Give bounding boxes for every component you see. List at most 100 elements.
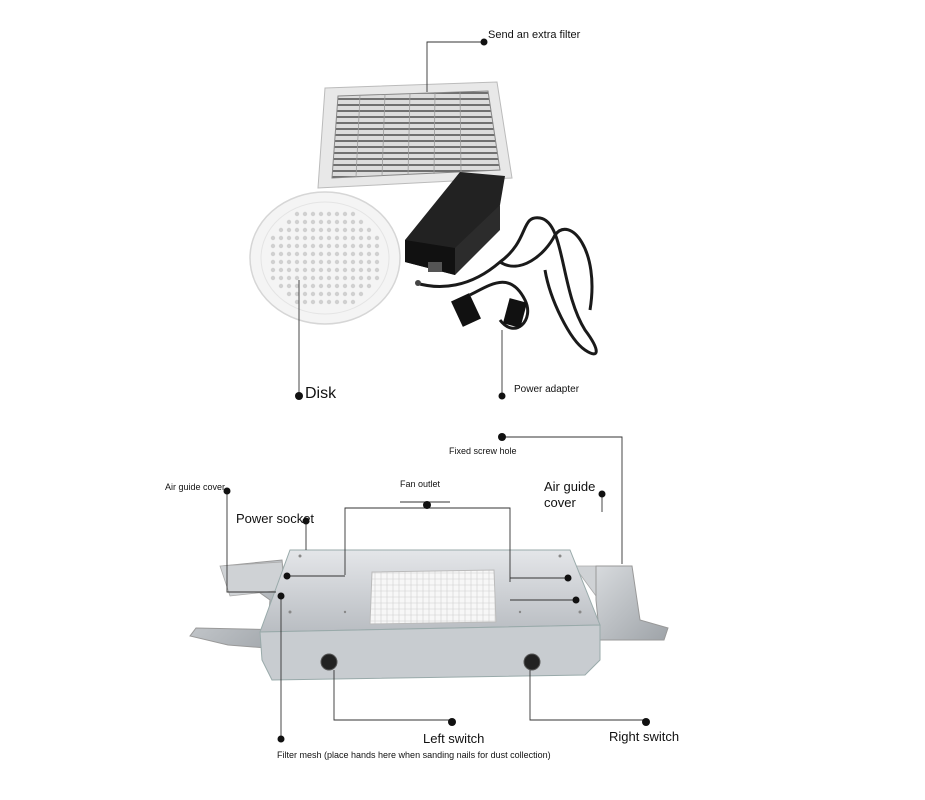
disk-hole [334, 219, 340, 225]
disk-hole [278, 243, 284, 249]
disk-hole [350, 243, 356, 249]
disk-hole [310, 219, 316, 225]
disk-hole [374, 235, 380, 241]
disk-hole [358, 243, 364, 249]
disk-hole [318, 243, 324, 249]
disk-hole [286, 243, 292, 249]
disk-hole [350, 227, 356, 233]
air-guide-left-dot [223, 487, 231, 495]
disk-hole [334, 283, 340, 289]
disk-hole [358, 267, 364, 273]
disk-hole [310, 211, 316, 217]
spare-filter [317, 81, 513, 189]
air-guide-right-dot [598, 490, 606, 498]
disk-hole [294, 291, 300, 297]
disk-hole [358, 275, 364, 281]
disk-hole [326, 283, 332, 289]
disk-hole [374, 259, 380, 265]
disk-dot [295, 392, 303, 400]
disk-hole [350, 251, 356, 257]
disk-hole [334, 251, 340, 257]
disk-hole [374, 275, 380, 281]
label-power-socket: Power socket [236, 511, 315, 526]
screw-dot-right-bottom [572, 596, 580, 604]
disk-hole [358, 291, 364, 297]
disk-hole [302, 227, 308, 233]
disk-hole [366, 227, 372, 233]
label-disk: Disk [305, 385, 337, 402]
disk-hole [350, 219, 356, 225]
disk-hole [334, 211, 340, 217]
disk-hole [310, 243, 316, 249]
disk-hole [302, 267, 308, 273]
disk-hole [342, 267, 348, 273]
disk-hole [366, 283, 372, 289]
disk-hole [326, 259, 332, 265]
label-right-switch: Right switch [609, 729, 680, 744]
disk-hole [318, 219, 324, 225]
disk-hole [294, 243, 300, 249]
main-unit [189, 549, 669, 681]
disk-hole [334, 267, 340, 273]
disk-hole [294, 267, 300, 273]
disk-hole [302, 283, 308, 289]
disk-hole [286, 291, 292, 297]
filter-mesh-dot [277, 735, 285, 743]
disk-hole [326, 251, 332, 257]
label-fan-outlet: Fan outlet [400, 479, 441, 489]
disk-hole [286, 251, 292, 257]
disk-hole [326, 291, 332, 297]
disk-hole [302, 211, 308, 217]
disk-hole [294, 251, 300, 257]
label-filter-mesh: Filter mesh (place hands here when sandi… [277, 750, 551, 760]
disk-hole [342, 299, 348, 305]
disk-hole [342, 259, 348, 265]
disk-hole [310, 275, 316, 281]
disk-hole [294, 275, 300, 281]
disk-hole [366, 251, 372, 257]
right-switch-dot [642, 718, 650, 726]
disk-hole [350, 283, 356, 289]
power-adapter-dot [498, 392, 506, 400]
disk-hole [278, 275, 284, 281]
screw-dot-right-top [564, 574, 572, 582]
extra-filter-dot [480, 38, 488, 46]
label-power-adapter: Power adapter [514, 384, 580, 395]
label-extra-filter: Send an extra filter [488, 29, 581, 41]
disk-hole [366, 235, 372, 241]
top-callouts [298, 41, 503, 395]
disk-hole [302, 219, 308, 225]
disk-hole [318, 275, 324, 281]
perforated-disk [249, 191, 401, 325]
disk-hole [358, 227, 364, 233]
disk-hole [302, 299, 308, 305]
disk-hole [302, 291, 308, 297]
disk-hole [358, 219, 364, 225]
disk-hole [270, 259, 276, 265]
disk-hole [278, 235, 284, 241]
disk-hole [350, 267, 356, 273]
right-switch-button[interactable] [523, 653, 541, 671]
disk-hole [334, 299, 340, 305]
disk-hole [350, 291, 356, 297]
disk-hole [334, 243, 340, 249]
label-air-guide-cover-left: Air guide cover [165, 482, 226, 492]
disk-hole [278, 259, 284, 265]
disk-hole [318, 299, 324, 305]
screw-dot-left-bottom [277, 592, 285, 600]
label-air-guide-cover-right-1: Air guide [544, 479, 596, 494]
fixed-screw-hole-dot [498, 433, 506, 441]
disk-hole [374, 251, 380, 257]
disk-hole [310, 235, 316, 241]
disk-hole [350, 259, 356, 265]
disk-hole [318, 283, 324, 289]
left-switch-button[interactable] [320, 653, 338, 671]
disk-hole [342, 243, 348, 249]
label-fixed-screw-hole: Fixed screw hole [449, 446, 517, 456]
disk-hole [366, 259, 372, 265]
disk-hole [358, 251, 364, 257]
disk-hole [318, 235, 324, 241]
disk-hole [334, 291, 340, 297]
disk-hole [286, 283, 292, 289]
